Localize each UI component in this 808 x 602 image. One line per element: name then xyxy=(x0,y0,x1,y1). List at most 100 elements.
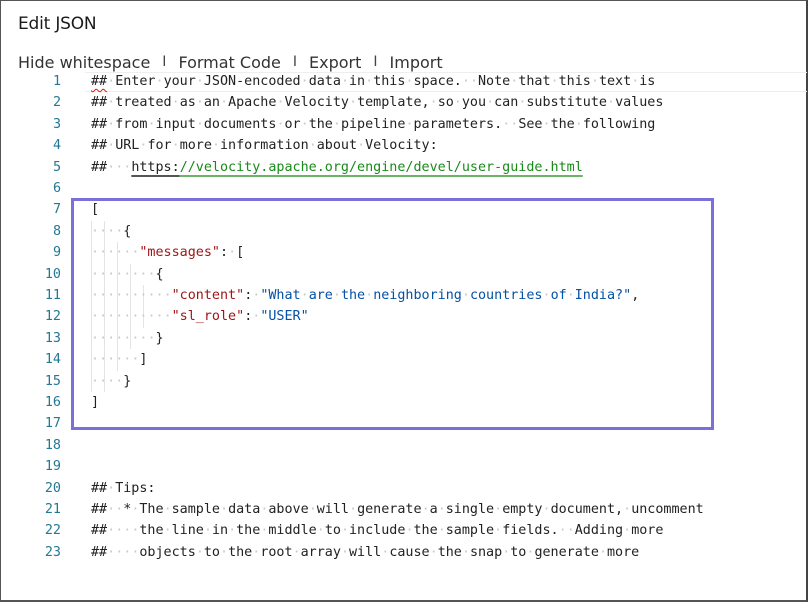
editor-line[interactable]: 15····} xyxy=(1,370,807,392)
line-code: ····{ xyxy=(91,223,132,239)
whitespace-dot: · xyxy=(115,309,124,325)
whitespace-dot: · xyxy=(429,544,438,560)
whitespace-dot: · xyxy=(316,523,325,539)
whitespace-dot: · xyxy=(574,116,583,132)
indent-guide xyxy=(142,306,144,328)
whitespace-dot: · xyxy=(107,288,116,303)
editor-line[interactable]: 19 xyxy=(1,456,807,477)
whitespace-dot: · xyxy=(107,159,116,175)
editor-line[interactable]: 17 xyxy=(1,413,807,434)
whitespace-dot: · xyxy=(91,245,100,261)
editor-line[interactable]: 12··········"sl_role":·"USER" xyxy=(1,306,807,328)
editor-line[interactable]: 20##·Tips: xyxy=(1,478,807,499)
line-number: 21 xyxy=(44,502,61,517)
whitespace-dot: · xyxy=(147,266,156,282)
whitespace-dot: · xyxy=(115,373,124,389)
line-number: 7 xyxy=(52,202,61,218)
editor-line[interactable]: 14······] xyxy=(1,349,807,371)
whitespace-dot: · xyxy=(292,544,301,560)
editor-line[interactable]: 23##····objects·to·the·root·array·will·c… xyxy=(1,542,807,563)
whitespace-dot: · xyxy=(195,95,204,111)
toolbar-separator: I xyxy=(373,54,378,70)
editor-line[interactable]: 6 xyxy=(1,178,807,199)
whitespace-dot: · xyxy=(139,138,148,154)
whitespace-dot: · xyxy=(155,288,164,303)
format-code-button[interactable]: Format Code xyxy=(178,52,281,72)
whitespace-dot: · xyxy=(349,502,358,517)
whitespace-dot: · xyxy=(228,523,237,539)
editor-line[interactable]: 10········{ xyxy=(1,263,807,285)
whitespace-dot: · xyxy=(147,330,156,346)
whitespace-dot: · xyxy=(598,544,607,560)
whitespace-dot: · xyxy=(405,116,414,132)
whitespace-dot: · xyxy=(510,74,519,89)
editor-line[interactable]: 5##···https://velocity.apache.org/engine… xyxy=(1,157,807,178)
velocity-guide-link[interactable]: https: xyxy=(131,159,180,175)
editor-line[interactable]: 22##····the·line·in·the·middle·to·includ… xyxy=(1,520,807,541)
hide-whitespace-button[interactable]: Hide whitespace xyxy=(18,52,151,72)
whitespace-dot: · xyxy=(195,74,204,89)
dialog-title: Edit JSON xyxy=(18,14,97,34)
whitespace-dot: · xyxy=(437,502,446,517)
line-code: ····} xyxy=(91,373,132,389)
indent-guide xyxy=(103,349,105,371)
whitespace-dot: · xyxy=(91,266,100,282)
editor-line[interactable]: 21##··*·The·sample·data·above·will·gener… xyxy=(1,499,807,520)
whitespace-dot: · xyxy=(220,544,229,560)
whitespace-dot: · xyxy=(91,373,100,389)
whitespace-dot: · xyxy=(252,309,261,325)
editor-line[interactable]: 16] xyxy=(1,392,807,413)
whitespace-dot: · xyxy=(171,95,180,111)
whitespace-dot: · xyxy=(308,138,317,154)
editor-line[interactable]: 11··········"content":·"What·are·the·nei… xyxy=(1,285,807,307)
whitespace-dot: · xyxy=(115,523,124,539)
editor-line[interactable]: 18 xyxy=(1,435,807,456)
editor-line[interactable]: 4##·URL·for·more·information·about·Veloc… xyxy=(1,135,807,156)
whitespace-dot: · xyxy=(107,266,116,282)
whitespace-dot: · xyxy=(147,116,156,132)
whitespace-dot: · xyxy=(91,223,100,239)
indent-guide xyxy=(103,327,105,350)
whitespace-dot: · xyxy=(421,502,430,517)
whitespace-dot: · xyxy=(542,502,551,517)
editor-line[interactable]: 9······"messages":·[ xyxy=(1,242,807,264)
code-editor[interactable]: 1##·Enter·your·JSON-encoded·data·in·this… xyxy=(1,71,807,561)
whitespace-dot: · xyxy=(542,288,551,303)
editor-line[interactable]: 8····{ xyxy=(1,220,807,243)
velocity-guide-link[interactable]: //velocity.apache.org/engine/devel/user-… xyxy=(179,159,583,175)
whitespace-dot: · xyxy=(91,330,100,346)
whitespace-dot: · xyxy=(107,330,116,346)
whitespace-dot: · xyxy=(155,309,164,325)
editor-line[interactable]: 3##·from·input·documents·or·the·pipeline… xyxy=(1,114,807,135)
active-line-highlight xyxy=(85,72,807,92)
indent-guide xyxy=(91,242,92,264)
line-number: 8 xyxy=(52,223,61,239)
line-code: ##·from·input·documents·or·the·pipeline·… xyxy=(91,116,656,132)
whitespace-dot: · xyxy=(566,288,575,303)
editor-line[interactable]: 1##·Enter·your·JSON-encoded·data·in·this… xyxy=(1,71,807,92)
whitespace-dot: · xyxy=(115,223,124,239)
whitespace-dot: · xyxy=(123,309,132,325)
line-number: 5 xyxy=(52,159,61,175)
whitespace-dot: · xyxy=(429,95,438,111)
editor-line[interactable]: 2##·treated·as·an·Apache·Velocity·templa… xyxy=(1,92,807,113)
export-button[interactable]: Export xyxy=(309,52,362,72)
whitespace-dot: · xyxy=(115,266,124,282)
whitespace-dot: · xyxy=(566,523,575,539)
whitespace-dot: · xyxy=(115,159,124,175)
indent-guide xyxy=(116,349,118,371)
whitespace-dot: · xyxy=(228,245,237,261)
whitespace-dot: · xyxy=(405,74,414,89)
indent-guide xyxy=(91,220,92,243)
whitespace-dot: · xyxy=(203,523,212,539)
whitespace-dot: · xyxy=(437,523,446,539)
editor-line[interactable]: 13········} xyxy=(1,327,807,350)
editor-line[interactable]: 7[ xyxy=(1,199,807,220)
indent-guide xyxy=(103,306,105,328)
whitespace-dot: · xyxy=(139,330,148,346)
import-button[interactable]: Import xyxy=(389,52,443,72)
whitespace-dot: · xyxy=(502,544,511,560)
line-number: 1 xyxy=(52,74,61,89)
whitespace-dot: · xyxy=(115,245,124,261)
whitespace-dot: · xyxy=(131,330,140,346)
